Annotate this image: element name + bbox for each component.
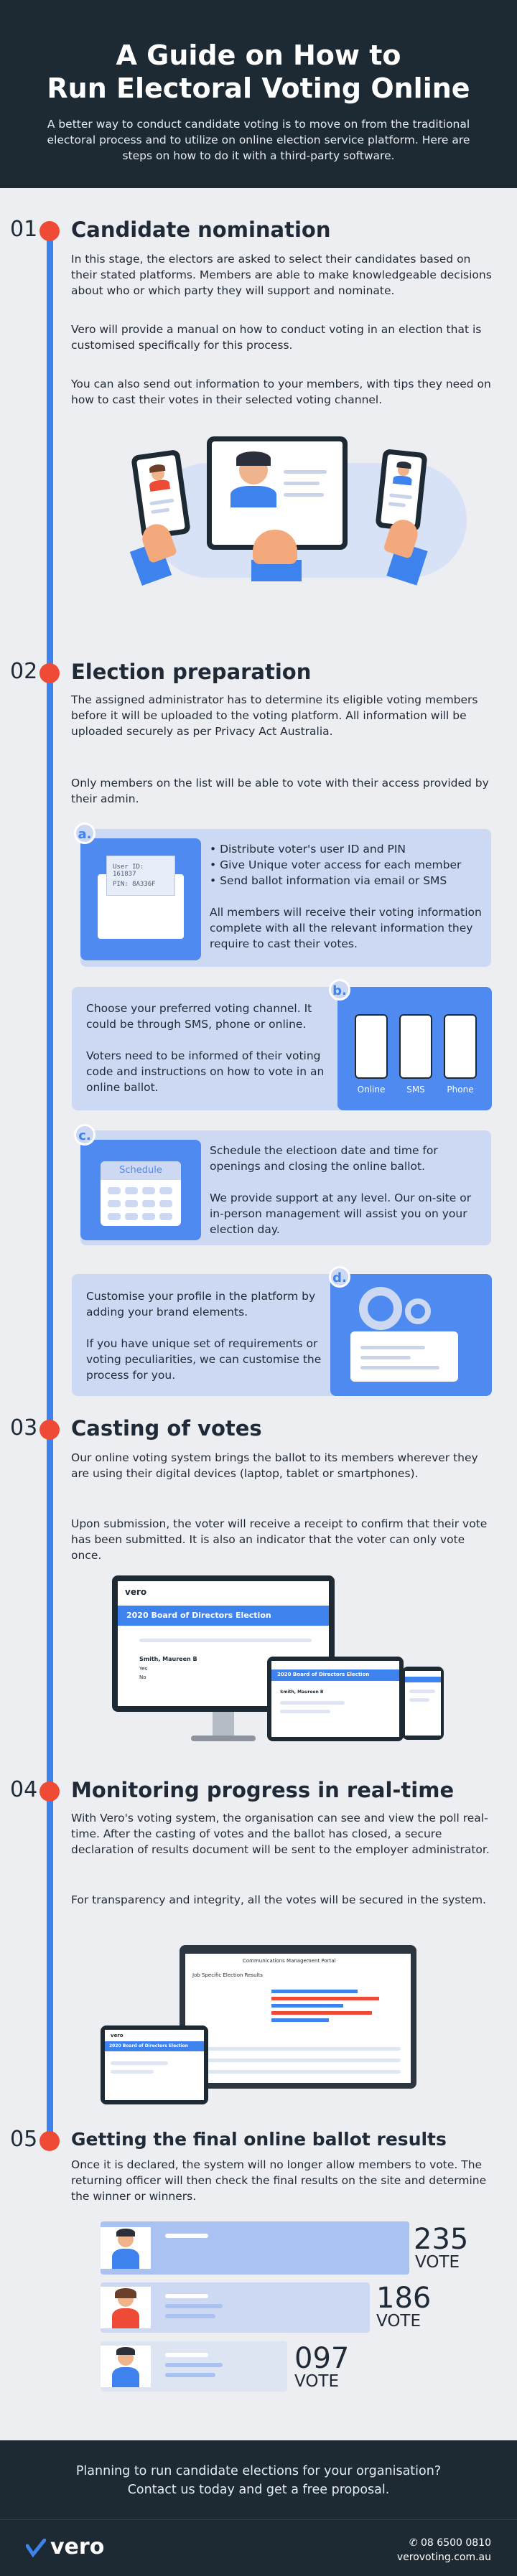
step-paragraph: Upon submission, the voter will receive … [71, 1517, 488, 1562]
phone-icon: ✆ [409, 2537, 421, 2549]
card-b-illustration: Online SMS Phone [337, 987, 492, 1110]
step-dot [39, 1420, 60, 1440]
phone-keypad-icon [444, 1014, 477, 1079]
step-paragraph: Once it is declared, the system will no … [71, 2158, 487, 2203]
step-dot [39, 663, 60, 683]
step-number: 05 [10, 2127, 38, 2152]
channel-label: SMS [406, 1085, 425, 1095]
vote-count: 186 [376, 2282, 432, 2315]
online-phone-icon [355, 1014, 388, 1079]
step-number: 03 [10, 1415, 38, 1441]
contact-info: ✆ 08 6500 0810 verovoting.com.au [397, 2536, 491, 2565]
vote-label: VOTE [294, 2372, 340, 2391]
step-number: 04 [10, 1777, 38, 1802]
step-number: 01 [10, 217, 38, 242]
step-paragraph: For transparency and integrity, all the … [71, 1893, 486, 1906]
page-title: A Guide on How to Run Electoral Voting O… [47, 39, 470, 104]
phone-number[interactable]: ✆ 08 6500 0810 [409, 2537, 491, 2549]
tablet-icon [207, 436, 348, 550]
step-paragraph: In this stage, the electors are asked to… [71, 253, 492, 297]
card-badge: d. [329, 1266, 350, 1288]
card-badge: a. [74, 823, 96, 844]
sms-phone-icon [399, 1014, 432, 1079]
tablet-icon: 2020 Board of Directors Election Smith, … [267, 1657, 404, 1741]
website-link[interactable]: verovoting.com.au [396, 2552, 491, 2563]
step-paragraph: You can also send out information to you… [71, 378, 491, 406]
card-b-text: Choose your preferred voting channel. It… [86, 1002, 325, 1094]
brand-logo: vero [50, 2534, 105, 2559]
timeline-line [47, 228, 53, 2143]
header: A Guide on How to Run Electoral Voting O… [0, 0, 517, 188]
vote-label: VOTE [376, 2312, 421, 2331]
card-a-illustration: User ID: 161837 PIN: 8A336F [80, 838, 201, 960]
step-title: Candidate nomination [71, 217, 331, 242]
step-title: Getting the final online ballot results [71, 2129, 447, 2150]
vote-count: 097 [294, 2342, 350, 2375]
step-paragraph: Vero will provide a manual on how to con… [71, 323, 482, 352]
channel-label: Phone [447, 1085, 474, 1095]
desktop-monitor-icon: vero 2020 Board of Directors Election Sm… [112, 1575, 335, 1712]
window-icon [350, 1331, 458, 1382]
card-d-illustration [330, 1274, 492, 1396]
vote-label: VOTE [415, 2253, 460, 2272]
calendar-icon: Schedule [101, 1161, 181, 1226]
card-c-text: Schedule the electioon date and time for… [210, 1144, 472, 1236]
card-a-text: • Distribute voter's user ID and PIN • G… [210, 843, 482, 950]
channel-label: Online [357, 1085, 386, 1095]
step-paragraph: Our online voting system brings the ball… [71, 1451, 478, 1480]
vero-logo-icon [26, 2539, 46, 2557]
step-dot [39, 1781, 60, 1802]
gear-icon [359, 1287, 402, 1330]
intro-text: A better way to conduct candidate voting… [47, 118, 470, 162]
card-c-illustration: Schedule [80, 1140, 201, 1240]
envelope-icon: User ID: 161837 PIN: 8A336F [98, 856, 184, 939]
step-title: Monitoring progress in real-time [71, 1778, 455, 1802]
election-banner: 2020 Board of Directors Election [118, 1606, 329, 1626]
card-d-text: Customise your profile in the platform b… [86, 1290, 322, 1382]
phone-icon [402, 1667, 444, 1740]
step-dot [39, 2131, 60, 2151]
avatar [101, 2287, 151, 2328]
step-paragraph: Only members on the list will be able to… [71, 777, 489, 805]
step-number: 02 [10, 659, 38, 684]
avatar [101, 2346, 151, 2387]
card-badge: b. [329, 979, 350, 1001]
step-paragraph: With Vero's voting system, the organisat… [71, 1812, 490, 1856]
vote-count: 235 [414, 2223, 469, 2256]
step-title: Casting of votes [71, 1416, 262, 1441]
dashboard-window: Communications Management Portal Job Spe… [180, 1945, 416, 2089]
card-badge: c. [74, 1124, 96, 1146]
result-bar [101, 2221, 409, 2275]
step-dot [39, 221, 60, 241]
avatar [101, 2227, 151, 2269]
call-to-action: Planning to run candidate elections for … [0, 2440, 517, 2519]
step-paragraph: The assigned administrator has to determ… [71, 693, 478, 738]
hand-icon [253, 530, 297, 564]
tablet-icon: vero 2020 Board of Directors Election [101, 2025, 208, 2104]
footer: vero ✆ 08 6500 0810 verovoting.com.au [0, 2519, 517, 2576]
step-title: Election preparation [71, 660, 312, 684]
gear-icon [405, 1298, 431, 1324]
